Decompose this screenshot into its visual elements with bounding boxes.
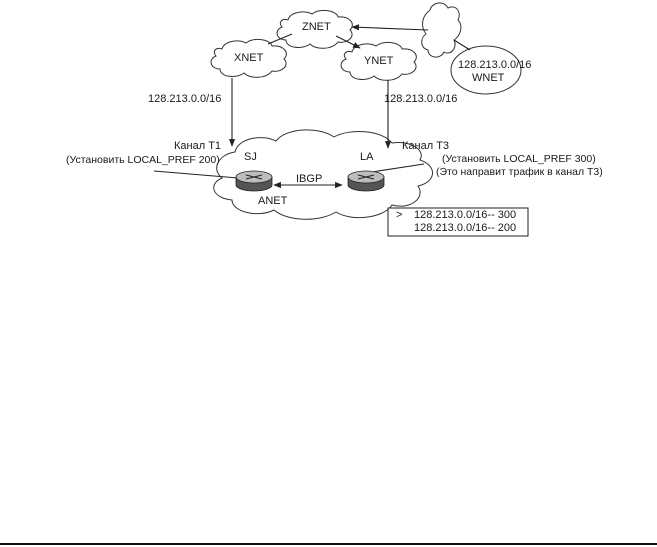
route-table-box [387,207,529,237]
anet-cloud [213,129,433,220]
wnet-prefix: 128.213.0.0/16 [458,59,531,71]
wnet-name: WNET [472,72,505,84]
right-channel-label: Канал T3 [402,140,449,152]
router-sj-icon [235,170,273,192]
right-note-line2: (Это направит трафик в канал T3) [436,166,603,178]
ynet-label: YNET [364,55,394,67]
znet-label: ZNET [302,21,331,33]
router-la-icon [347,170,385,192]
xnet-cloud [210,38,287,78]
router-sj-label: SJ [244,151,257,163]
left-note-pointer [153,170,239,179]
route-table-marker: > [396,209,402,221]
right-note-line1: (Установить LOCAL_PREF 300) [442,153,596,165]
internet-znet-link [351,24,429,31]
znet-ynet-link [335,35,361,49]
right-prefix-label: 128.213.0.0/16 [384,93,457,105]
router-la-label: LA [360,151,374,163]
ynet-cloud [340,41,417,81]
internet-cloud [421,2,462,58]
internet-wnet-link [453,39,471,51]
znet-cloud [276,9,353,49]
left-channel-label: Канал T1 [174,140,221,152]
wnet-node [450,45,522,95]
znet-xnet-link [267,33,293,45]
route-table-row-2: 128.213.0.0/16-- 200 [414,222,516,234]
xnet-label: XNET [234,52,264,64]
right-note-pointer [371,163,425,173]
ibgp-label: IBGP [296,173,322,185]
anet-label: ANET [258,195,288,207]
left-prefix-label: 128.213.0.0/16 [148,93,221,105]
left-note: (Установить LOCAL_PREF 200) [66,154,220,166]
route-table-row-1: 128.213.0.0/16-- 300 [414,209,516,221]
page-bottom-rule [0,543,657,545]
